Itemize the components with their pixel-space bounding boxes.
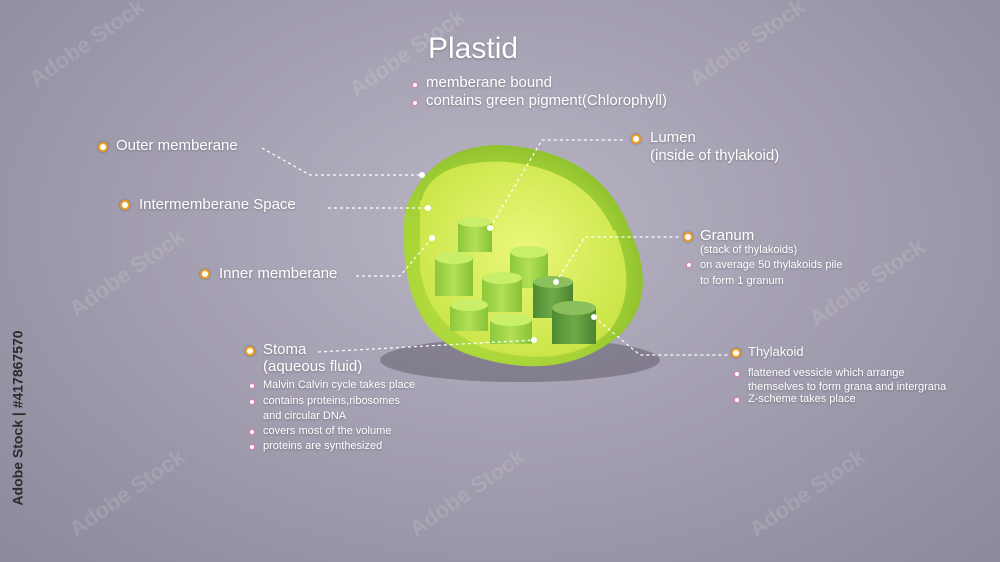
label-marker-icon — [120, 200, 130, 210]
stroma-note: covers most of the volume — [263, 425, 392, 437]
label-outer-membrane: Outer memberane — [116, 137, 238, 154]
label-marker-icon — [245, 346, 255, 356]
label-stroma-sub: (aqueous fluid) — [263, 358, 363, 375]
bullet-icon — [412, 100, 418, 106]
granum-note: on average 50 thylakoids pile — [700, 259, 843, 271]
stroma-note: Malvin Calvin cycle takes place — [263, 379, 416, 391]
stroma-note: and circular DNA — [263, 410, 347, 422]
label-granum-sub: (stack of thylakoids) — [700, 244, 798, 256]
thylakoid-note: Z-scheme takes place — [748, 393, 856, 405]
bullet-icon — [412, 82, 418, 88]
leader-outer — [261, 147, 422, 176]
grana-stacks — [435, 217, 596, 344]
page-title: Plastid — [428, 32, 519, 65]
label-marker-icon — [98, 142, 108, 152]
label-lumen-sub: (inside of thylakoid) — [650, 147, 780, 164]
label-lumen: Lumen — [650, 129, 696, 146]
membrane-rim — [418, 158, 617, 231]
granum-stack — [458, 217, 492, 252]
label-marker-icon — [200, 269, 210, 279]
leader-inner — [356, 237, 433, 277]
label-inner-membrane: Inner memberane — [219, 265, 338, 282]
thylakoid-note: flattened vessicle which arrange — [748, 367, 905, 379]
bullet-icon — [249, 429, 255, 435]
granum-stack — [450, 299, 488, 331]
bullet-icon — [249, 444, 255, 450]
bullet-icon — [249, 399, 255, 405]
label-marker-icon — [683, 232, 693, 242]
label-granum: Granum — [700, 227, 755, 244]
thylakoid-note: themselves to form grana and intergrana — [748, 381, 947, 393]
granum-stack — [490, 314, 532, 344]
bullet-icon — [249, 383, 255, 389]
endpoint-dots — [419, 172, 597, 343]
title-point: contains green pigment(Chlorophyll) — [426, 92, 667, 109]
granum-stack — [482, 272, 522, 312]
title-point: memberane bound — [426, 74, 552, 91]
leader-stroma — [317, 339, 535, 353]
leader-thylakoid — [593, 316, 730, 356]
granum-note: to form 1 granum — [700, 275, 784, 287]
label-stroma: Stoma — [263, 341, 307, 358]
bullet-icon — [734, 371, 740, 377]
stroma-note: proteins are synthesized — [263, 440, 383, 452]
leader-lines — [261, 139, 730, 356]
label-intermembrane-space: Intermemberane Space — [139, 196, 296, 213]
label-marker-icon — [631, 134, 641, 144]
label-marker-icon — [731, 348, 741, 358]
label-thylakoid: Thylakoid — [748, 344, 804, 359]
stroma-note: contains proteins,ribosomes — [263, 395, 400, 407]
leader-granum — [555, 236, 680, 283]
bullet-icon — [734, 397, 740, 403]
bullet-icon — [686, 262, 692, 268]
granum-stack-dark — [552, 301, 596, 344]
granum-stack — [435, 252, 473, 296]
leader-lumen — [489, 139, 626, 229]
